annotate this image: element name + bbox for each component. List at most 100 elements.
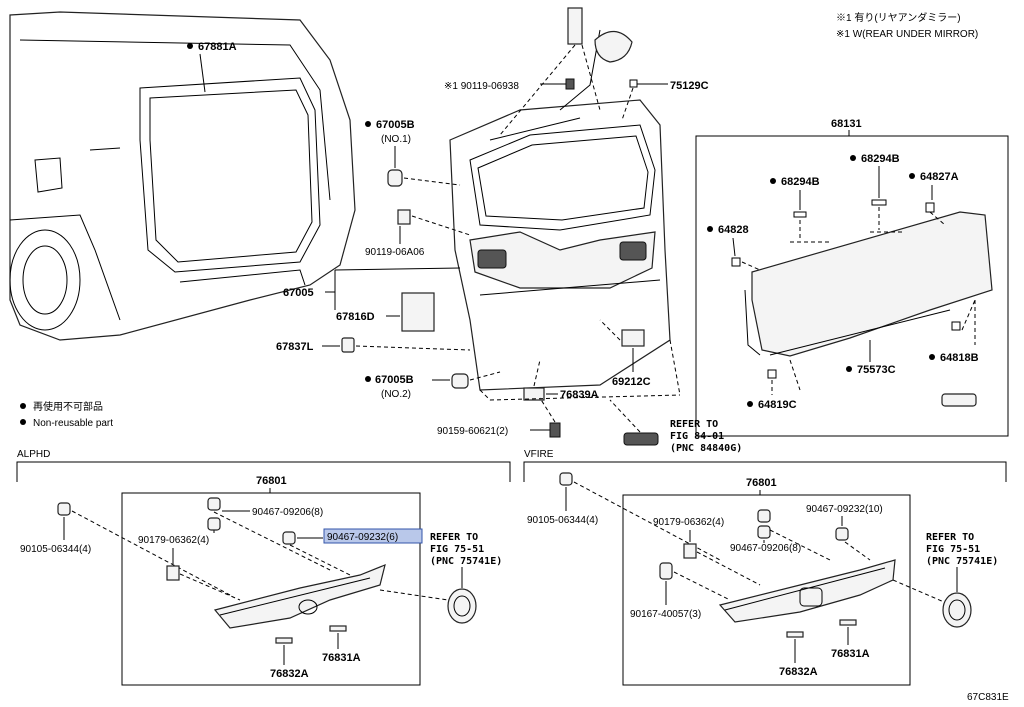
clip-icon <box>767 369 777 379</box>
alphd-refer-line2[interactable]: FIG 75-51 <box>430 544 484 555</box>
alphd-label-76832A[interactable]: 76832A <box>270 668 309 680</box>
label-67881A[interactable]: 67881A <box>198 41 237 53</box>
label-64819C[interactable]: 64819C <box>758 399 797 411</box>
note-option-en: ※1 W(REAR UNDER MIRROR) <box>836 29 978 40</box>
nut-icon <box>282 531 296 545</box>
label-90119-06938[interactable]: ※1 90119-06938 <box>444 81 519 92</box>
nut-icon <box>757 509 771 523</box>
alphd-refer-line3[interactable]: (PNC 75741E) <box>430 556 502 567</box>
section-vfire-bracket <box>523 461 1007 482</box>
label-no1: (NO.1) <box>381 134 411 145</box>
label-64828[interactable]: 64828 <box>718 224 749 236</box>
non-reusable-marker <box>770 178 776 184</box>
vfire-label-90105-06344[interactable]: 90105-06344(4) <box>527 515 598 526</box>
section-vfire: VFIRE <box>524 449 554 460</box>
nut-icon <box>757 525 771 539</box>
clip-icon <box>329 625 347 632</box>
label-90119-06A06[interactable]: 90119-06A06 <box>365 247 425 258</box>
non-reusable-marker <box>187 43 193 49</box>
fastener-icon <box>659 562 673 580</box>
label-69212C[interactable]: 69212C <box>612 376 651 388</box>
label-68294B-a[interactable]: 68294B <box>781 176 820 188</box>
alphd-label-90179-06362[interactable]: 90179-06362(4) <box>138 535 209 546</box>
vfire-label-76832A[interactable]: 76832A <box>779 666 818 678</box>
garnish-panel-icon <box>751 211 993 357</box>
label-67005B-no1[interactable]: 67005B <box>376 119 415 131</box>
nut-icon <box>57 502 71 516</box>
vfire-box-76801 <box>622 494 911 686</box>
vfire-label-76801[interactable]: 76801 <box>746 477 777 489</box>
vfire-refer-line1[interactable]: REFER TO <box>926 532 974 543</box>
emblem-icon <box>447 588 477 624</box>
box-68131 <box>695 135 1009 437</box>
bolt-icon <box>565 78 575 90</box>
alphd-label-90467-09206[interactable]: 90467-09206(8) <box>252 507 323 518</box>
clip-icon <box>925 202 935 213</box>
screw-icon <box>549 422 561 438</box>
back-door-garnish-vfire-icon <box>718 559 896 623</box>
clip-icon <box>683 543 697 559</box>
non-reusable-marker <box>707 226 713 232</box>
non-reusable-marker <box>850 155 856 161</box>
label-64827A[interactable]: 64827A <box>920 171 959 183</box>
cushion-icon <box>341 337 355 353</box>
rear-under-mirror-icon <box>567 7 633 63</box>
label-75573C[interactable]: 75573C <box>857 364 896 376</box>
vfire-label-90167-40057[interactable]: 90167-40057(3) <box>630 609 701 620</box>
label-76839A[interactable]: 76839A <box>560 389 599 401</box>
label-75129C[interactable]: 75129C <box>670 80 709 92</box>
clip-icon <box>731 257 741 267</box>
alphd-group: 76801 90105-06344(4) 90467-09206(8) 9017… <box>20 475 502 686</box>
cover-icon <box>941 393 977 407</box>
note-option-ja: ※1 有り(リヤアンダミラー) <box>836 11 961 24</box>
vfire-label-76831A[interactable]: 76831A <box>831 648 870 660</box>
clip-icon <box>951 321 961 331</box>
alphd-label-90467-09232[interactable]: 90467-09232(6) <box>327 532 398 543</box>
label-67837L[interactable]: 67837L <box>276 341 314 353</box>
alphd-label-76801[interactable]: 76801 <box>256 475 287 487</box>
label-67005[interactable]: 67005 <box>283 287 314 299</box>
vehicle-illustration: 67881A <box>9 11 356 341</box>
legend-ja: 再使用不可部品 <box>33 400 103 413</box>
label-90159-60621[interactable]: 90159-60621(2) <box>437 426 508 437</box>
vfire-refer-line2[interactable]: FIG 75-51 <box>926 544 980 555</box>
stopper-icon <box>451 373 469 389</box>
handle-icon <box>523 387 545 401</box>
label-68294B-b[interactable]: 68294B <box>861 153 900 165</box>
alphd-box-76801 <box>121 492 421 686</box>
vfire-label-90179-06362[interactable]: 90179-06362(4) <box>653 517 724 528</box>
refer-84-01-line3[interactable]: (PNC 84840G) <box>670 443 742 454</box>
vfire-refer-line3[interactable]: (PNC 75741E) <box>926 556 998 567</box>
alphd-label-90105-06344[interactable]: 90105-06344(4) <box>20 544 91 555</box>
refer-84-01-line1[interactable]: REFER TO <box>670 419 718 430</box>
nut-icon <box>559 472 573 486</box>
nut-icon <box>207 497 221 511</box>
non-reusable-marker <box>365 121 371 127</box>
clip-icon <box>629 79 638 88</box>
clip-icon <box>166 565 180 581</box>
clip-icon <box>839 619 857 626</box>
non-reusable-marker <box>365 376 371 382</box>
alphd-label-76831A[interactable]: 76831A <box>322 652 361 664</box>
vfire-label-90467-09206[interactable]: 90467-09206(8) <box>730 543 801 554</box>
back-door-illustration <box>449 7 671 391</box>
label-67005B-no2[interactable]: 67005B <box>375 374 414 386</box>
label-67816D[interactable]: 67816D <box>336 311 375 323</box>
legend-marker <box>20 403 26 409</box>
alphd-highlight-90467-09232 <box>323 528 423 544</box>
alphd-refer-line1[interactable]: REFER TO <box>430 532 478 543</box>
label-68131[interactable]: 68131 <box>831 118 862 130</box>
switch-icon <box>621 329 645 347</box>
non-reusable-marker <box>846 366 852 372</box>
back-door-garnish-alphd-icon <box>213 564 386 629</box>
diagram-code: 67C831E <box>967 692 1009 703</box>
stopper-icon <box>387 169 403 187</box>
legend-en: Non-reusable part <box>33 418 113 429</box>
license-light-icon <box>623 432 659 446</box>
emblem-icon <box>942 592 972 628</box>
vfire-label-90467-09232[interactable]: 90467-09232(10) <box>806 504 883 515</box>
label-64818B[interactable]: 64818B <box>940 352 979 364</box>
bolt-icon <box>397 209 411 225</box>
legend-marker <box>20 419 26 425</box>
